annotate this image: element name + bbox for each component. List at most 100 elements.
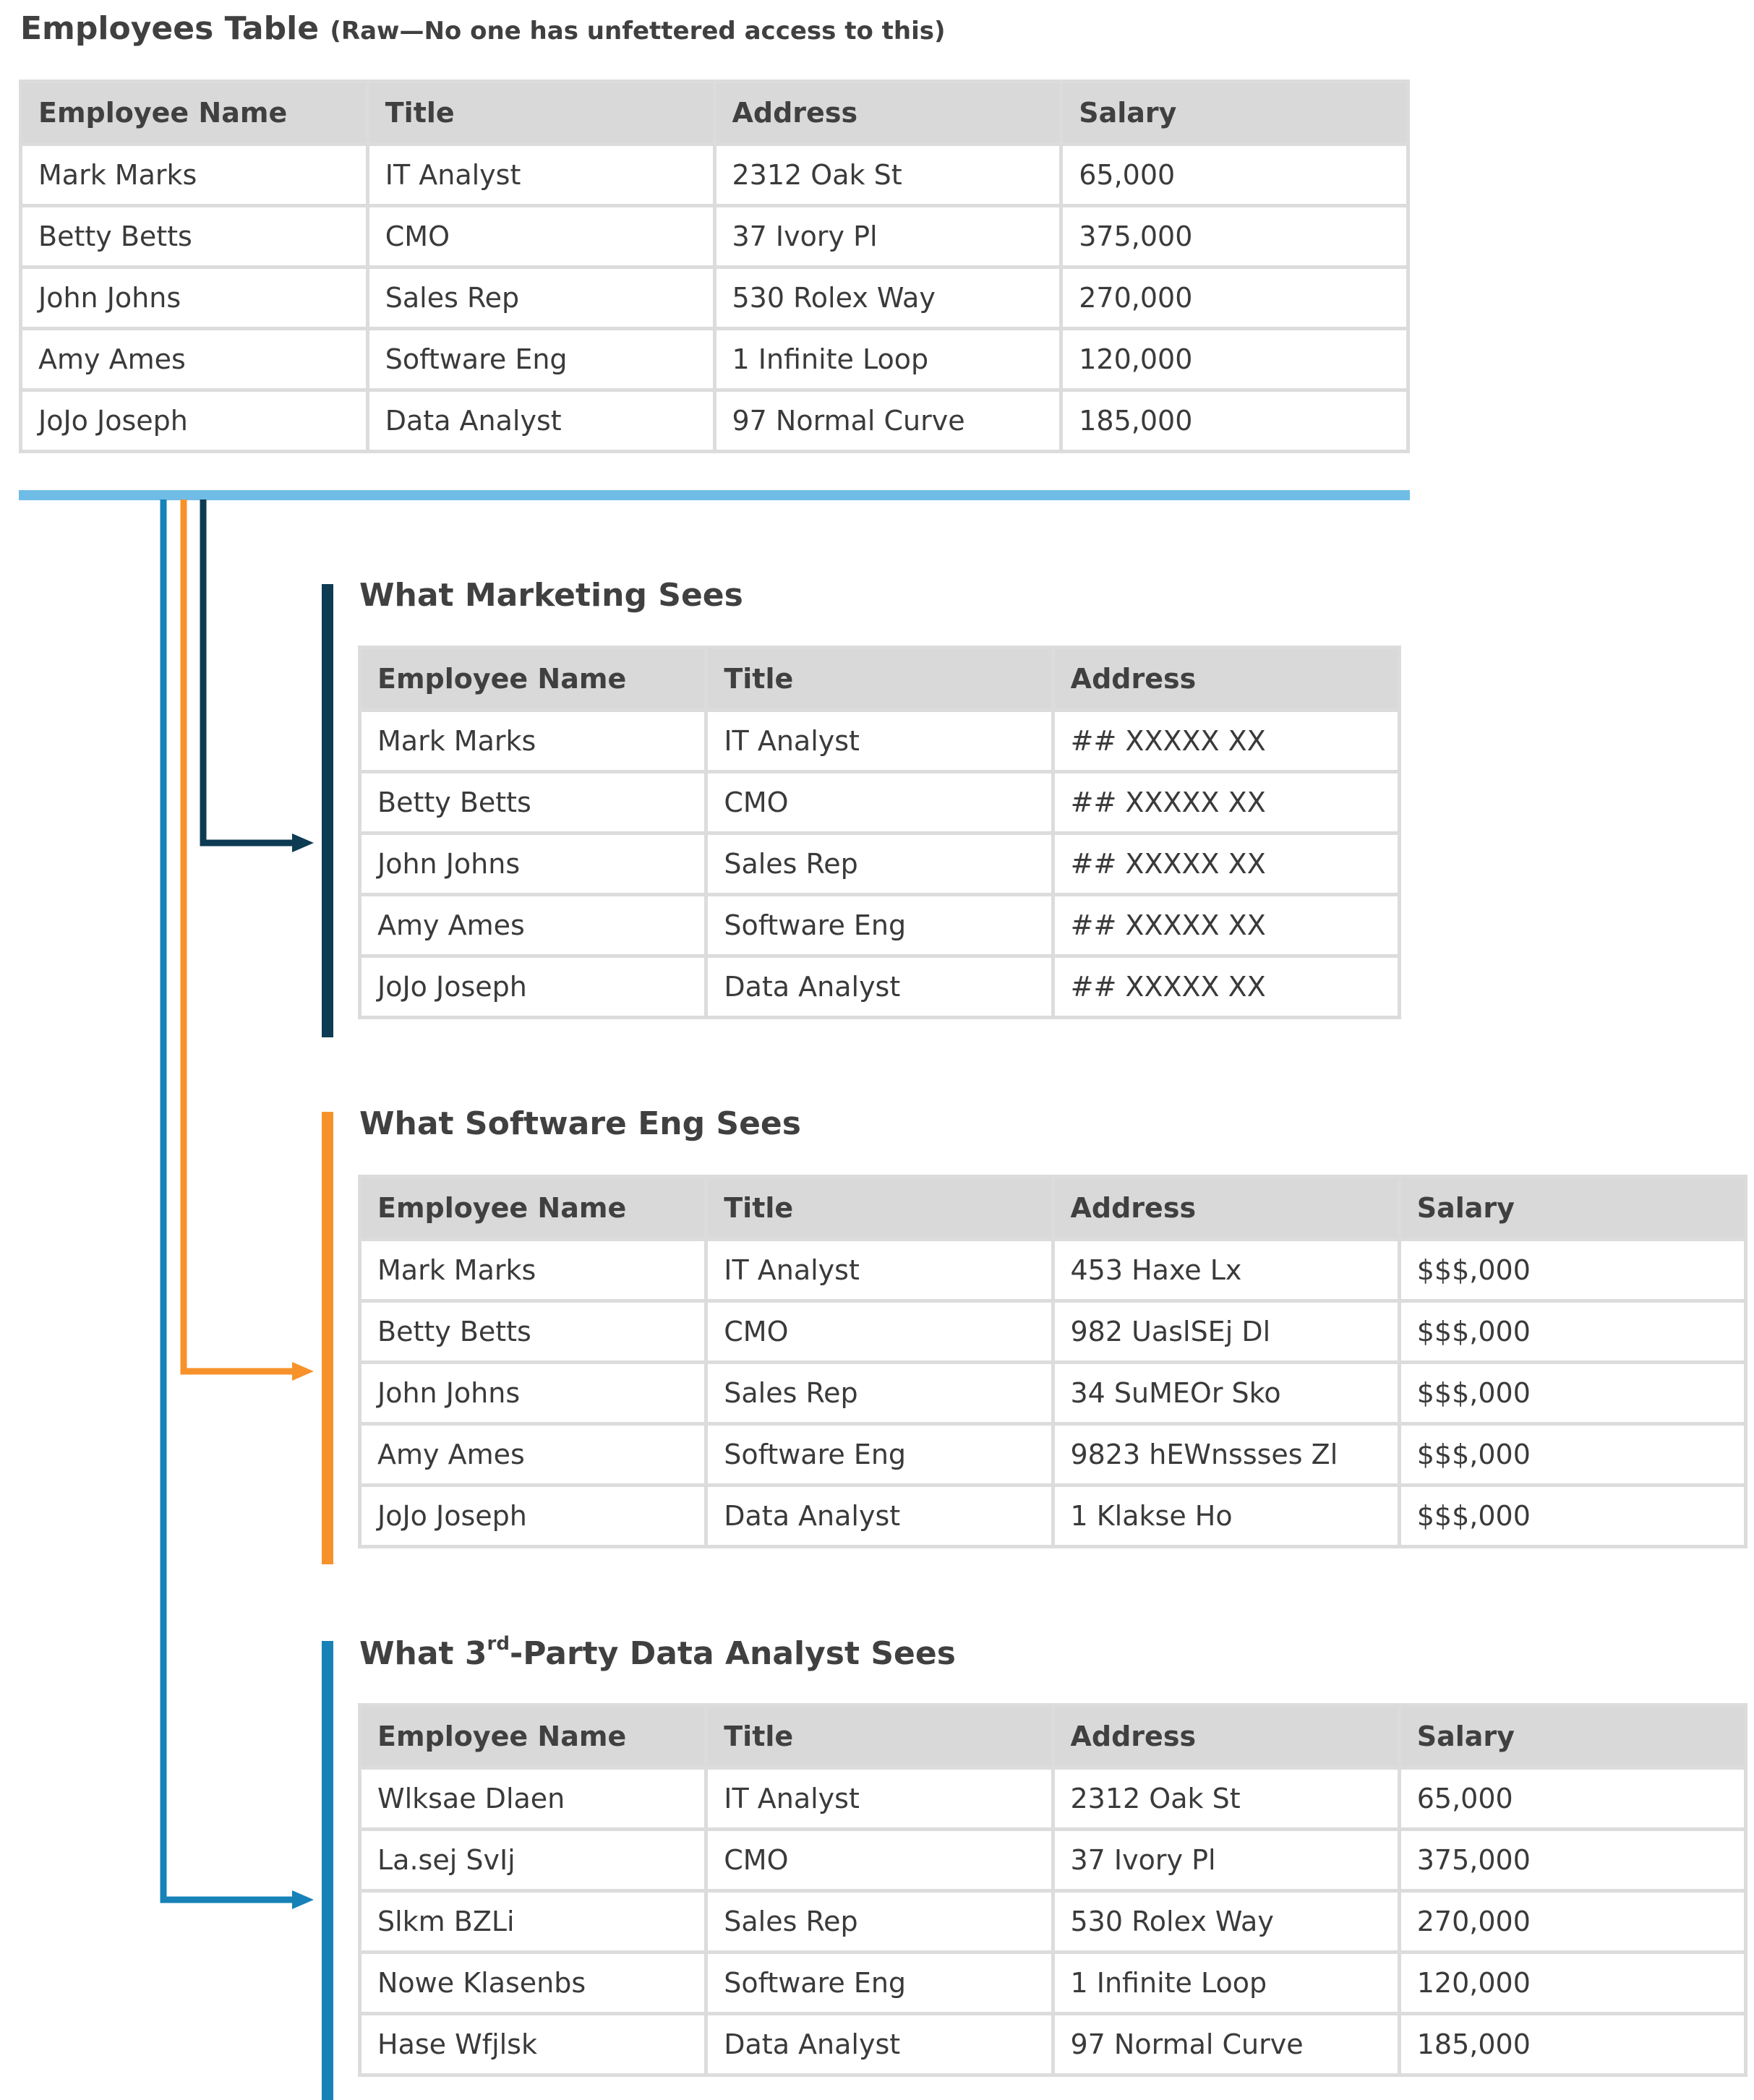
analyst-connector-arrow bbox=[160, 500, 314, 1909]
table-cell: $$$,000 bbox=[1397, 1483, 1748, 1548]
table-cell: Software Eng bbox=[365, 327, 716, 392]
raw-table-title: Employees Table (Raw—No one has unfetter… bbox=[20, 10, 946, 50]
table-cell: Sales Rep bbox=[704, 1360, 1055, 1426]
marketing-section-bar bbox=[322, 584, 333, 1037]
table-cell: ## XXXXX XX bbox=[1051, 954, 1402, 1019]
table-cell: CMO bbox=[365, 204, 716, 269]
table-cell: IT Analyst bbox=[704, 708, 1055, 773]
table-cell: 37 Ivory Pl bbox=[1051, 1827, 1401, 1893]
table-cell: 1 Infinite Loop bbox=[1051, 1950, 1401, 2015]
column-header: Employee Name bbox=[357, 646, 709, 712]
table-cell: Data Analyst bbox=[704, 954, 1055, 1019]
raw-table-underline-bar bbox=[19, 490, 1410, 500]
table-cell: 270,000 bbox=[1397, 1889, 1748, 1954]
table-cell: Slkm BZLi bbox=[357, 1889, 709, 1954]
table-cell: 37 Ivory Pl bbox=[712, 204, 1064, 269]
analyst-title-suffix: -Party Data Analyst Sees bbox=[509, 1635, 956, 1672]
raw-title-text: Employees Table bbox=[20, 10, 320, 47]
analyst-title-prefix: What 3 bbox=[359, 1635, 487, 1672]
table-cell: Software Eng bbox=[704, 1422, 1055, 1487]
table-cell: 120,000 bbox=[1397, 1950, 1748, 2015]
table-cell: Hase Wfjlsk bbox=[357, 2012, 709, 2077]
table-cell: John Johns bbox=[357, 1360, 709, 1426]
table-cell: IT Analyst bbox=[704, 1766, 1055, 1831]
column-header: Address bbox=[1051, 1175, 1401, 1241]
software-section-bar bbox=[322, 1112, 333, 1564]
table-cell: CMO bbox=[704, 770, 1055, 835]
table-cell: Software Eng bbox=[704, 893, 1055, 958]
table-cell: 2312 Oak St bbox=[712, 142, 1064, 207]
table-cell: 530 Rolex Way bbox=[712, 265, 1064, 330]
column-header: Title bbox=[704, 1175, 1055, 1241]
table-cell: Sales Rep bbox=[365, 265, 716, 330]
table-cell: 97 Normal Curve bbox=[712, 388, 1064, 453]
table-cell: 530 Rolex Way bbox=[1051, 1889, 1401, 1954]
column-header: Title bbox=[365, 80, 716, 146]
table-cell: Wlksae Dlaen bbox=[357, 1766, 709, 1831]
column-header: Salary bbox=[1397, 1703, 1748, 1770]
table-cell: Betty Betts bbox=[357, 1299, 709, 1364]
raw-subtitle: (Raw—No one has unfettered access to thi… bbox=[330, 17, 946, 46]
table-cell: 1 Klakse Ho bbox=[1051, 1483, 1401, 1548]
marketing-title: What Marketing Sees bbox=[359, 577, 743, 614]
analyst-title-superscript: rd bbox=[487, 1633, 510, 1655]
table-cell: Sales Rep bbox=[704, 1889, 1055, 1954]
table-cell: 1 Infinite Loop bbox=[712, 327, 1064, 392]
table-cell: 97 Normal Curve bbox=[1051, 2012, 1401, 2077]
table-cell: Mark Marks bbox=[357, 1238, 709, 1303]
table-cell: ## XXXXX XX bbox=[1051, 831, 1402, 896]
table-cell: Betty Betts bbox=[357, 770, 709, 835]
table-cell: 185,000 bbox=[1397, 2012, 1748, 2077]
column-header: Title bbox=[704, 646, 1055, 712]
table-cell: Nowe Klasenbs bbox=[357, 1950, 709, 2015]
table-cell: 34 SuMEOr Sko bbox=[1051, 1360, 1401, 1426]
table-cell: 65,000 bbox=[1397, 1766, 1748, 1831]
table-cell: JoJo Joseph bbox=[357, 1483, 709, 1548]
table-cell: Betty Betts bbox=[19, 204, 369, 269]
table-cell: JoJo Joseph bbox=[357, 954, 709, 1019]
table-cell: IT Analyst bbox=[365, 142, 716, 207]
table-cell: Mark Marks bbox=[357, 708, 709, 773]
table-cell: 185,000 bbox=[1059, 388, 1410, 453]
table-cell: John Johns bbox=[19, 265, 369, 330]
table-cell: 453 Haxe Lx bbox=[1051, 1238, 1401, 1303]
table-cell: $$$,000 bbox=[1397, 1238, 1748, 1303]
table-cell: Amy Ames bbox=[357, 1422, 709, 1487]
table-cell: 65,000 bbox=[1059, 142, 1410, 207]
table-cell: Data Analyst bbox=[365, 388, 716, 453]
table-cell: ## XXXXX XX bbox=[1051, 893, 1402, 958]
software-connector-arrow bbox=[180, 500, 314, 1381]
marketing-connector-arrow bbox=[200, 500, 314, 852]
column-header: Employee Name bbox=[19, 80, 369, 146]
column-header: Address bbox=[1051, 1703, 1401, 1770]
table-cell: ## XXXXX XX bbox=[1051, 708, 1402, 773]
table-cell: 9823 hEWnssses Zl bbox=[1051, 1422, 1401, 1487]
table-cell: 120,000 bbox=[1059, 327, 1410, 392]
table-cell: Software Eng bbox=[704, 1950, 1055, 2015]
table-cell: Mark Marks bbox=[19, 142, 369, 207]
table-cell: Amy Ames bbox=[357, 893, 709, 958]
table-cell: Sales Rep bbox=[704, 831, 1055, 896]
table-cell: 375,000 bbox=[1397, 1827, 1748, 1893]
table-cell: 375,000 bbox=[1059, 204, 1410, 269]
table-cell: 982 UaslSEj Dl bbox=[1051, 1299, 1401, 1364]
